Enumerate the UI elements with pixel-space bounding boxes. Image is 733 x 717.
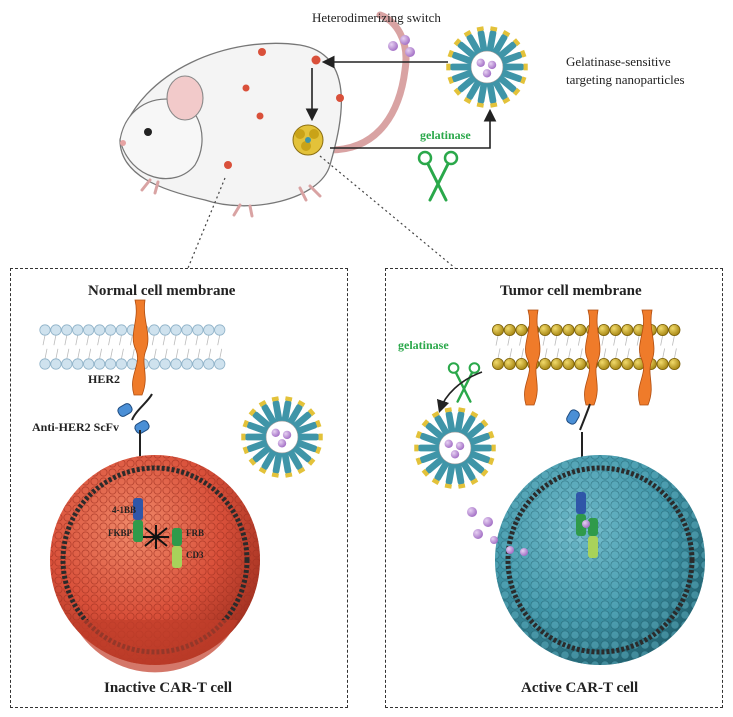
- inactive-caption: Inactive CAR-T cell: [104, 680, 233, 696]
- active-caption: Active CAR-T cell: [521, 680, 639, 696]
- scissors-icon: [447, 362, 481, 403]
- her2-label: HER2: [88, 372, 121, 386]
- nanoparticle-label-line1: Gelatinase-sensitive: [566, 54, 671, 69]
- nanoparticle-icon: [446, 26, 528, 108]
- active-car-t-cell: [495, 455, 705, 665]
- nanoparticle-icon: [241, 396, 323, 478]
- gelatinase-label-right: gelatinase: [398, 338, 449, 352]
- inactive-car-t-cell: [50, 455, 260, 673]
- zoom-connector-right: [319, 155, 456, 269]
- domain-cd3-label: CD3: [186, 550, 204, 560]
- domain-fkbp-label: FKBP: [108, 528, 132, 538]
- circulating-cell-icons: [224, 48, 344, 169]
- mouse-illustration: [119, 11, 410, 218]
- zoom-connector-left: [187, 177, 226, 269]
- tumor-icon: [292, 124, 324, 156]
- switch-molecule-icon: [388, 35, 415, 57]
- right-panel-frame: [385, 268, 723, 708]
- car-domains-inactive: [133, 498, 182, 568]
- her2-receptor: [132, 299, 149, 396]
- scfv-label: Anti-HER2 ScFv: [32, 420, 119, 434]
- normal-membrane: [39, 324, 226, 370]
- gelatinase-label-top: gelatinase: [420, 128, 471, 142]
- released-switch-molecules: [467, 507, 528, 556]
- left-panel-title: Normal cell membrane: [88, 283, 236, 299]
- domain-frb-label: FRB: [186, 528, 204, 538]
- domain-41bb-label: 4-1BB: [112, 505, 137, 515]
- curved-arrow: [436, 371, 483, 414]
- flow-arrows: [305, 55, 497, 149]
- left-panel-frame: [10, 268, 348, 708]
- her2-receptors-tumor: [524, 309, 655, 406]
- nanoparticle-icon: [414, 407, 496, 489]
- switch-label: Heterodimerizing switch: [312, 10, 441, 25]
- car-domains-active: [576, 492, 598, 558]
- nanoparticle-label-line2: targeting nanoparticles: [566, 72, 685, 87]
- right-panel-title: Tumor cell membrane: [500, 283, 642, 299]
- scissors-icon: [417, 150, 459, 202]
